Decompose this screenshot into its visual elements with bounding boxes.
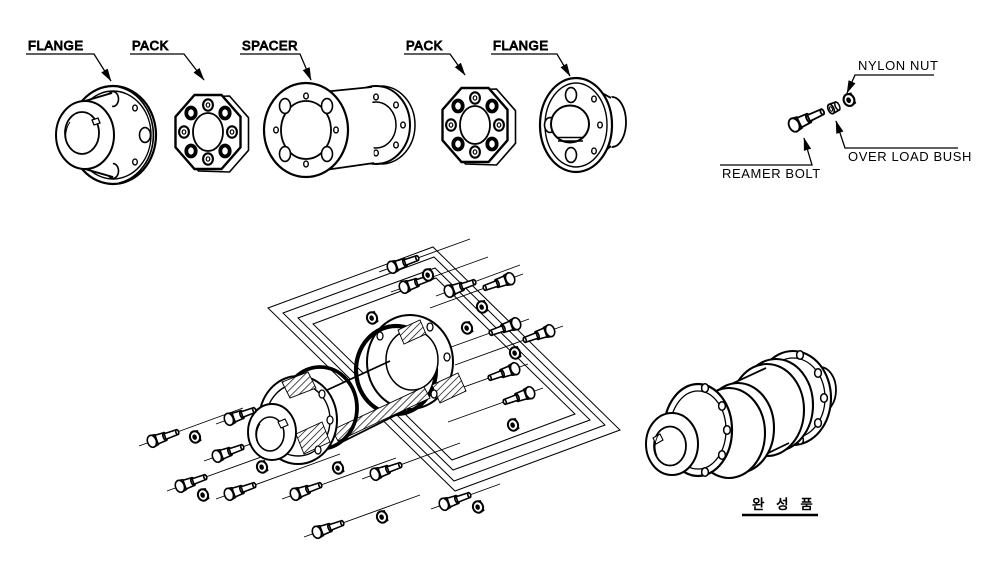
pack-left-label: PACK: [132, 38, 169, 53]
bolt-glyph: [287, 478, 325, 503]
nut-glyph: [364, 309, 380, 327]
over-load-bush-leader: [835, 120, 958, 149]
flange-left-drawing: [55, 84, 158, 186]
nut-glyph: [470, 498, 486, 516]
pack-left-drawing: [174, 93, 250, 173]
fastener-detail: NYLON NUT OVER LOAD BUSH REAMER BOLT: [720, 58, 972, 181]
front-flange-bolt-heads: [700, 383, 732, 477]
nylon-nut-label: NYLON NUT: [858, 58, 939, 73]
reamer-bolt-label: REAMER BOLT: [722, 166, 821, 181]
nut-glyph: [507, 344, 523, 362]
bolt-glyph: [209, 440, 247, 465]
nylon-nut-leader: [846, 74, 934, 94]
assembled-coupling-view: 완 성 품: [645, 349, 837, 517]
over-load-bush-label: OVER LOAD BUSH: [848, 149, 972, 164]
bolt-glyph: [384, 251, 422, 276]
flange-left-label: FLANGE: [28, 38, 84, 53]
bolt-glyph: [500, 384, 538, 409]
bolt-glyph: [485, 360, 523, 385]
bolt-glyph: [520, 322, 558, 347]
nut-glyph: [330, 459, 346, 477]
exploded-parts-row: FLANGE PACK SPACER PACK FLANGE: [26, 38, 627, 186]
pack-left-leader: [130, 53, 205, 81]
bolt-glyph: [144, 425, 182, 450]
nut-glyph: [187, 428, 203, 446]
nut-glyph: [374, 508, 390, 526]
flange-right-leader: [491, 53, 571, 77]
bolt-glyph: [367, 458, 405, 483]
nut-glyph: [195, 486, 211, 504]
spacer-leader: [240, 53, 312, 81]
flange-right-label: FLANGE: [493, 38, 549, 53]
nylon-nut-icon: [840, 91, 858, 109]
bolt-glyph: [309, 516, 347, 541]
bolt-glyph: [221, 478, 259, 503]
pack-right-leader: [404, 53, 466, 76]
pack-right-drawing: [441, 86, 517, 166]
bolt-glyph: [486, 315, 524, 340]
reamer-bolt-icon: [785, 103, 828, 135]
pack-right-label: PACK: [406, 38, 443, 53]
nut-glyph: [459, 319, 475, 337]
nut-glyph: [505, 416, 521, 434]
exploded-assembly-view: [138, 238, 621, 541]
reamer-bolt-leader: [720, 137, 813, 166]
spacer-label: SPACER: [242, 38, 298, 53]
bolt-glyph: [436, 488, 474, 513]
coupling-halves-assembly: [247, 314, 467, 465]
flange-left-leader: [26, 53, 112, 82]
nut-glyph: [254, 458, 270, 476]
assembled-view-caption: 완 성 품: [752, 497, 817, 512]
bolt-glyph: [480, 270, 518, 295]
parts-row-labels: FLANGE PACK SPACER PACK FLANGE: [26, 38, 571, 82]
nut-glyph: [474, 298, 490, 316]
spacer-drawing: [262, 81, 416, 179]
over-load-bush-icon: [825, 99, 843, 116]
flange-right-drawing: [538, 76, 627, 174]
